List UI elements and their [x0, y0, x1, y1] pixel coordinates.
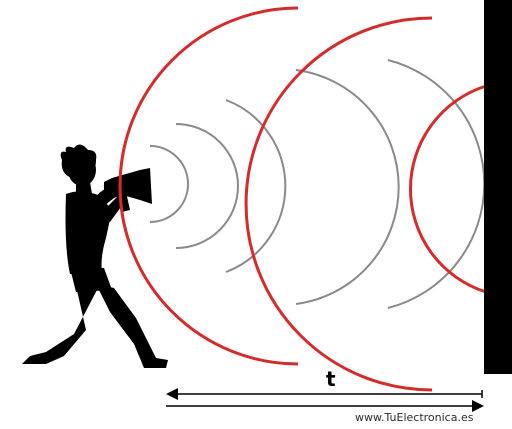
time-arrows	[166, 390, 482, 406]
emitted-wave-3	[226, 100, 285, 272]
return-arrow-head	[166, 388, 178, 400]
wave-front-middle	[246, 18, 432, 390]
person-with-megaphone-icon	[22, 144, 168, 368]
emitted-wave-5	[388, 60, 484, 308]
time-label: t	[326, 369, 336, 389]
emitted-wave-2	[176, 124, 238, 248]
emitted-wave-1	[150, 146, 188, 222]
emitted-wave-4	[296, 70, 399, 304]
reflected-waves	[120, 8, 486, 390]
wave-front-right	[410, 86, 486, 292]
emitted-waves	[150, 60, 484, 308]
wall	[484, 0, 512, 374]
watermark: www.TuElectronica.es	[355, 412, 473, 423]
outgoing-arrow-head	[472, 400, 484, 412]
